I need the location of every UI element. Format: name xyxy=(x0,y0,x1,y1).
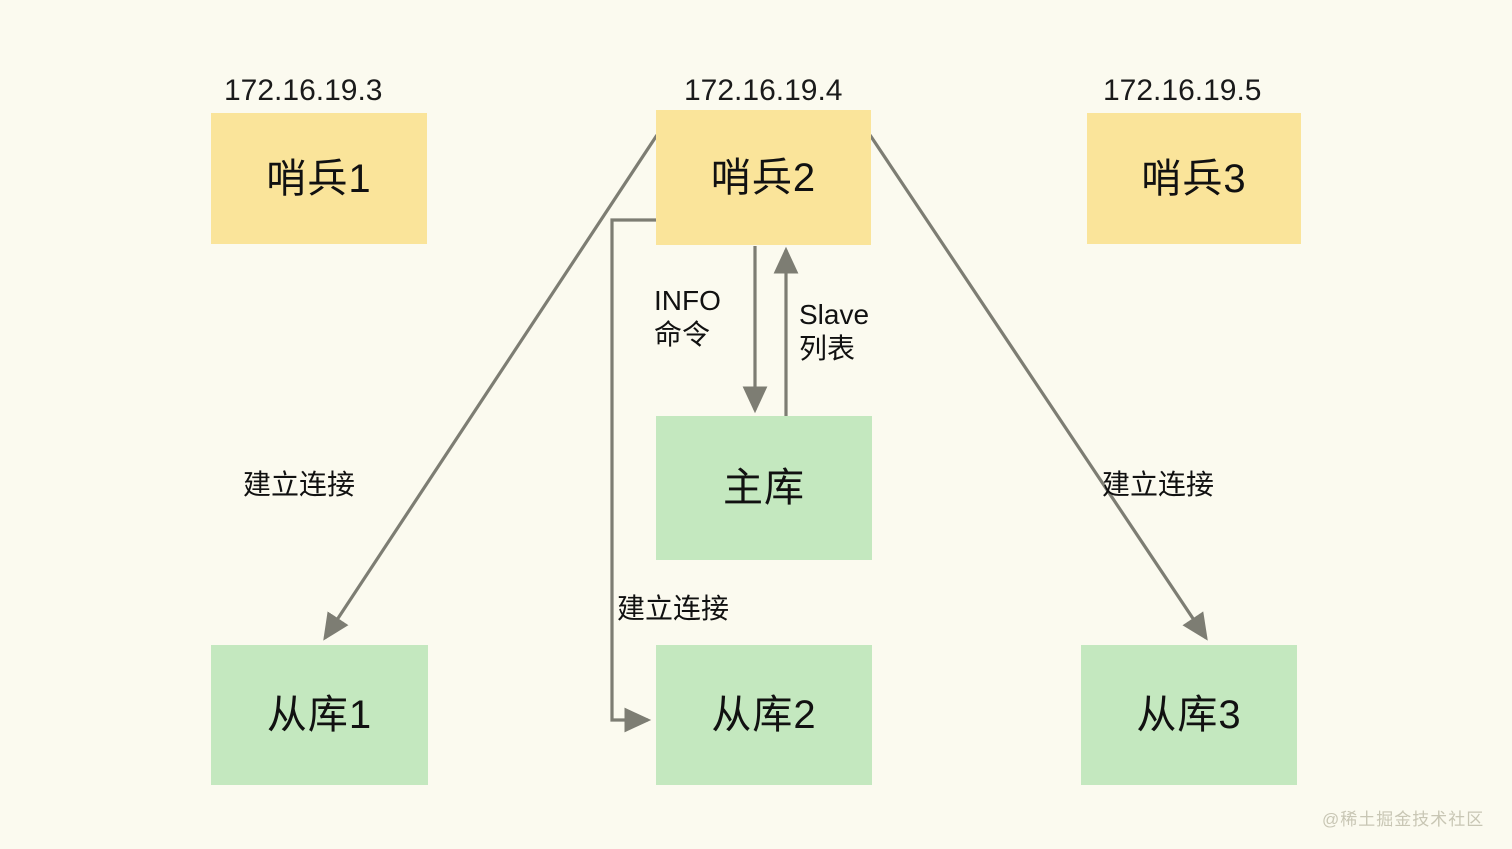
node-sentinel1-label: 哨兵1 xyxy=(266,156,372,201)
node-slave2[interactable]: 从库2 xyxy=(656,645,872,785)
ip-label-sentinel1: 172.16.19.3 xyxy=(224,74,383,107)
node-slave3-label: 从库3 xyxy=(1136,693,1242,737)
node-sentinel3[interactable]: 哨兵3 xyxy=(1087,113,1301,244)
node-master-db-label: 主库 xyxy=(723,466,805,510)
node-sentinel2[interactable]: 哨兵2 xyxy=(656,110,871,245)
edge-label-slave-list-line2: 列表 xyxy=(799,332,856,364)
edge-label-connect-middle: 建立连接 xyxy=(617,593,730,624)
edge-label-connect-right: 建立连接 xyxy=(1102,469,1215,500)
edge-label-info-command-line2: 命令 xyxy=(654,318,711,350)
node-master-db[interactable]: 主库 xyxy=(656,416,872,560)
node-slave3[interactable]: 从库3 xyxy=(1081,645,1297,785)
ip-label-sentinel2: 172.16.19.4 xyxy=(684,74,843,107)
watermark: @稀土掘金技术社区 xyxy=(1322,810,1485,829)
node-sentinel2-label: 哨兵2 xyxy=(710,155,817,200)
node-slave1[interactable]: 从库1 xyxy=(211,645,428,785)
node-sentinel3-label: 哨兵3 xyxy=(1141,156,1247,201)
ip-label-sentinel3: 172.16.19.5 xyxy=(1103,74,1262,107)
edge-label-connect-left: 建立连接 xyxy=(243,469,356,500)
edge-sentinel2-to-slave2 xyxy=(610,218,656,733)
edge-label-info-command: INFO 命令 xyxy=(654,284,721,351)
node-sentinel1[interactable]: 哨兵1 xyxy=(211,113,427,244)
edge-label-info-command-line1: INFO xyxy=(654,285,721,316)
edge-label-slave-list-line1: Slave xyxy=(799,299,870,330)
node-slave2-label: 从库2 xyxy=(711,693,817,737)
node-slave1-label: 从库1 xyxy=(266,693,373,737)
edge-label-slave-list: Slave 列表 xyxy=(799,298,869,365)
